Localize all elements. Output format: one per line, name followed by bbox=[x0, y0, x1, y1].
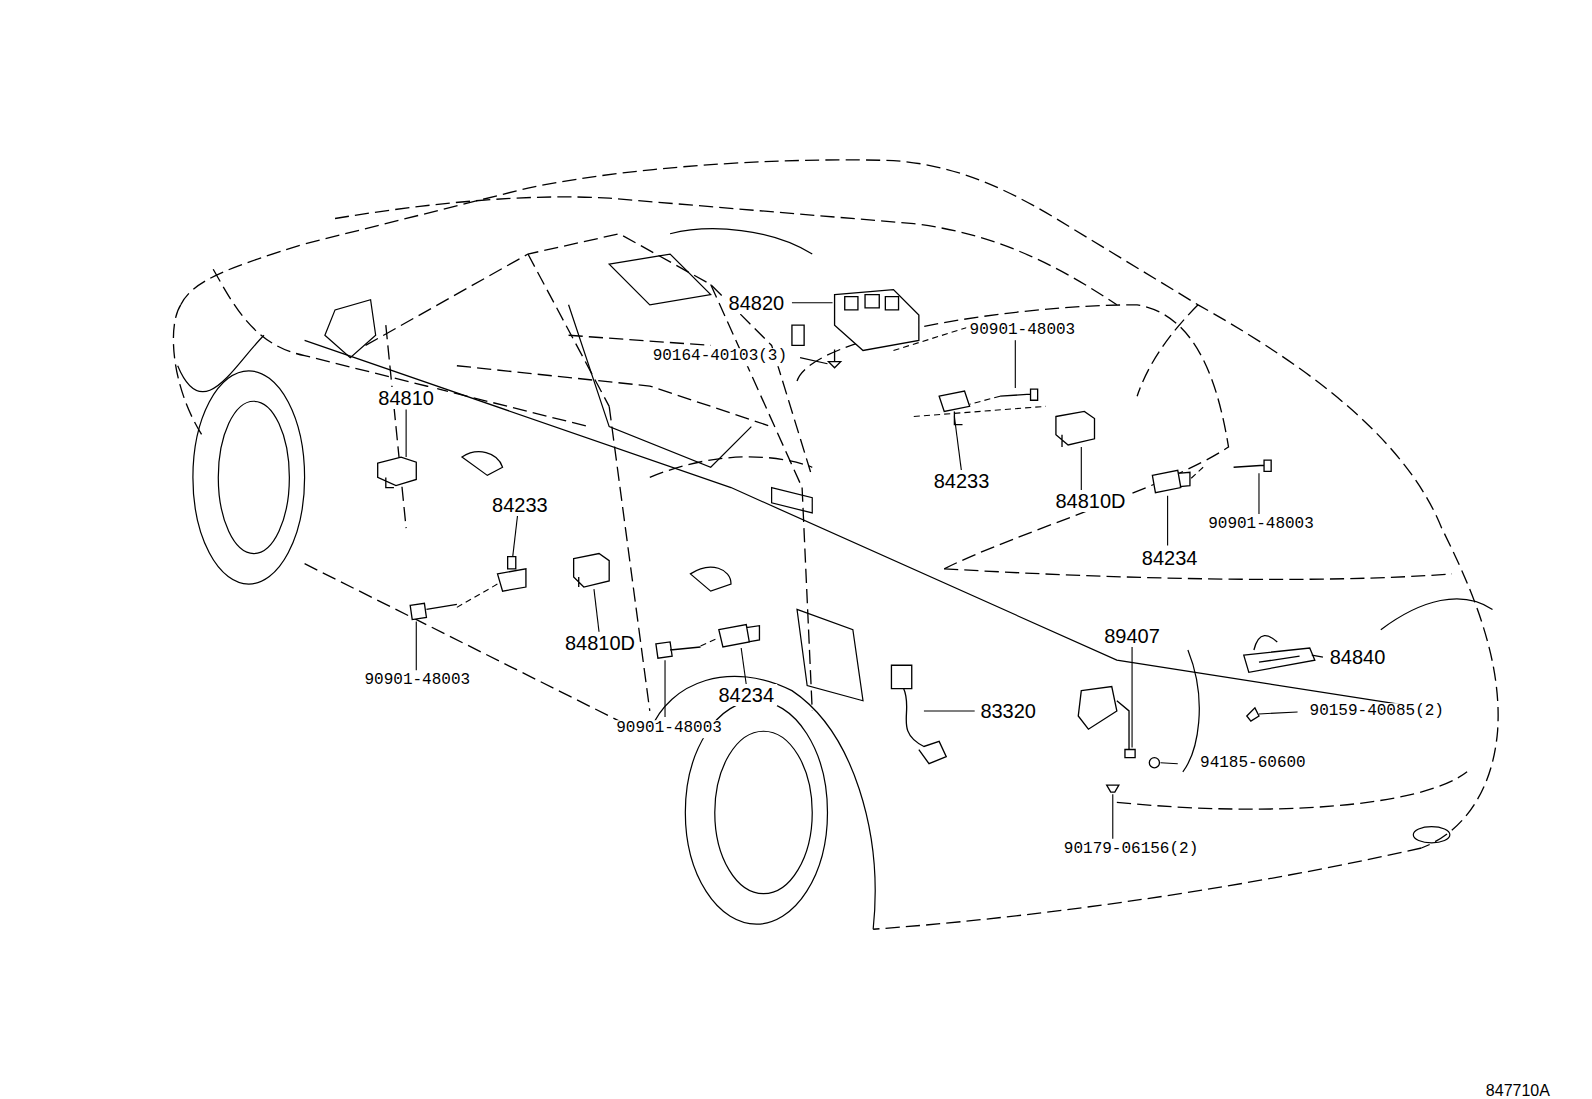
callout-number: 84820 bbox=[726, 292, 788, 314]
callout-number: 89407 bbox=[1101, 625, 1163, 647]
car-body-lines bbox=[178, 229, 1493, 929]
part-number: 90159-40085(2) bbox=[1307, 703, 1447, 721]
callout-number: 84810D bbox=[562, 632, 638, 654]
callout-number: 83320 bbox=[977, 700, 1039, 722]
callout-number: 84233 bbox=[931, 470, 993, 492]
part-number: 90901-48003 bbox=[361, 672, 473, 690]
part-number: 90179-06156(2) bbox=[1061, 841, 1201, 859]
diagram-code: 847710A bbox=[1483, 1083, 1553, 1099]
callout-number: 84234 bbox=[1139, 547, 1201, 569]
car-body-outline bbox=[173, 160, 1498, 929]
part-number: 90901-48003 bbox=[613, 720, 725, 738]
callout-number: 84840 bbox=[1327, 646, 1389, 668]
part-number: 94185-60600 bbox=[1197, 755, 1309, 773]
part-number: 90164-40103(3) bbox=[650, 349, 790, 367]
callout-number: 84810D bbox=[1052, 490, 1128, 512]
part-shapes bbox=[378, 290, 1315, 793]
leader-lines bbox=[406, 303, 1323, 839]
part-number: 90901-48003 bbox=[967, 322, 1079, 340]
callout-number: 84233 bbox=[489, 494, 551, 516]
callout-number: 84234 bbox=[715, 684, 777, 706]
part-number: 90901-48003 bbox=[1205, 516, 1317, 534]
callout-number: 84810 bbox=[375, 387, 437, 409]
